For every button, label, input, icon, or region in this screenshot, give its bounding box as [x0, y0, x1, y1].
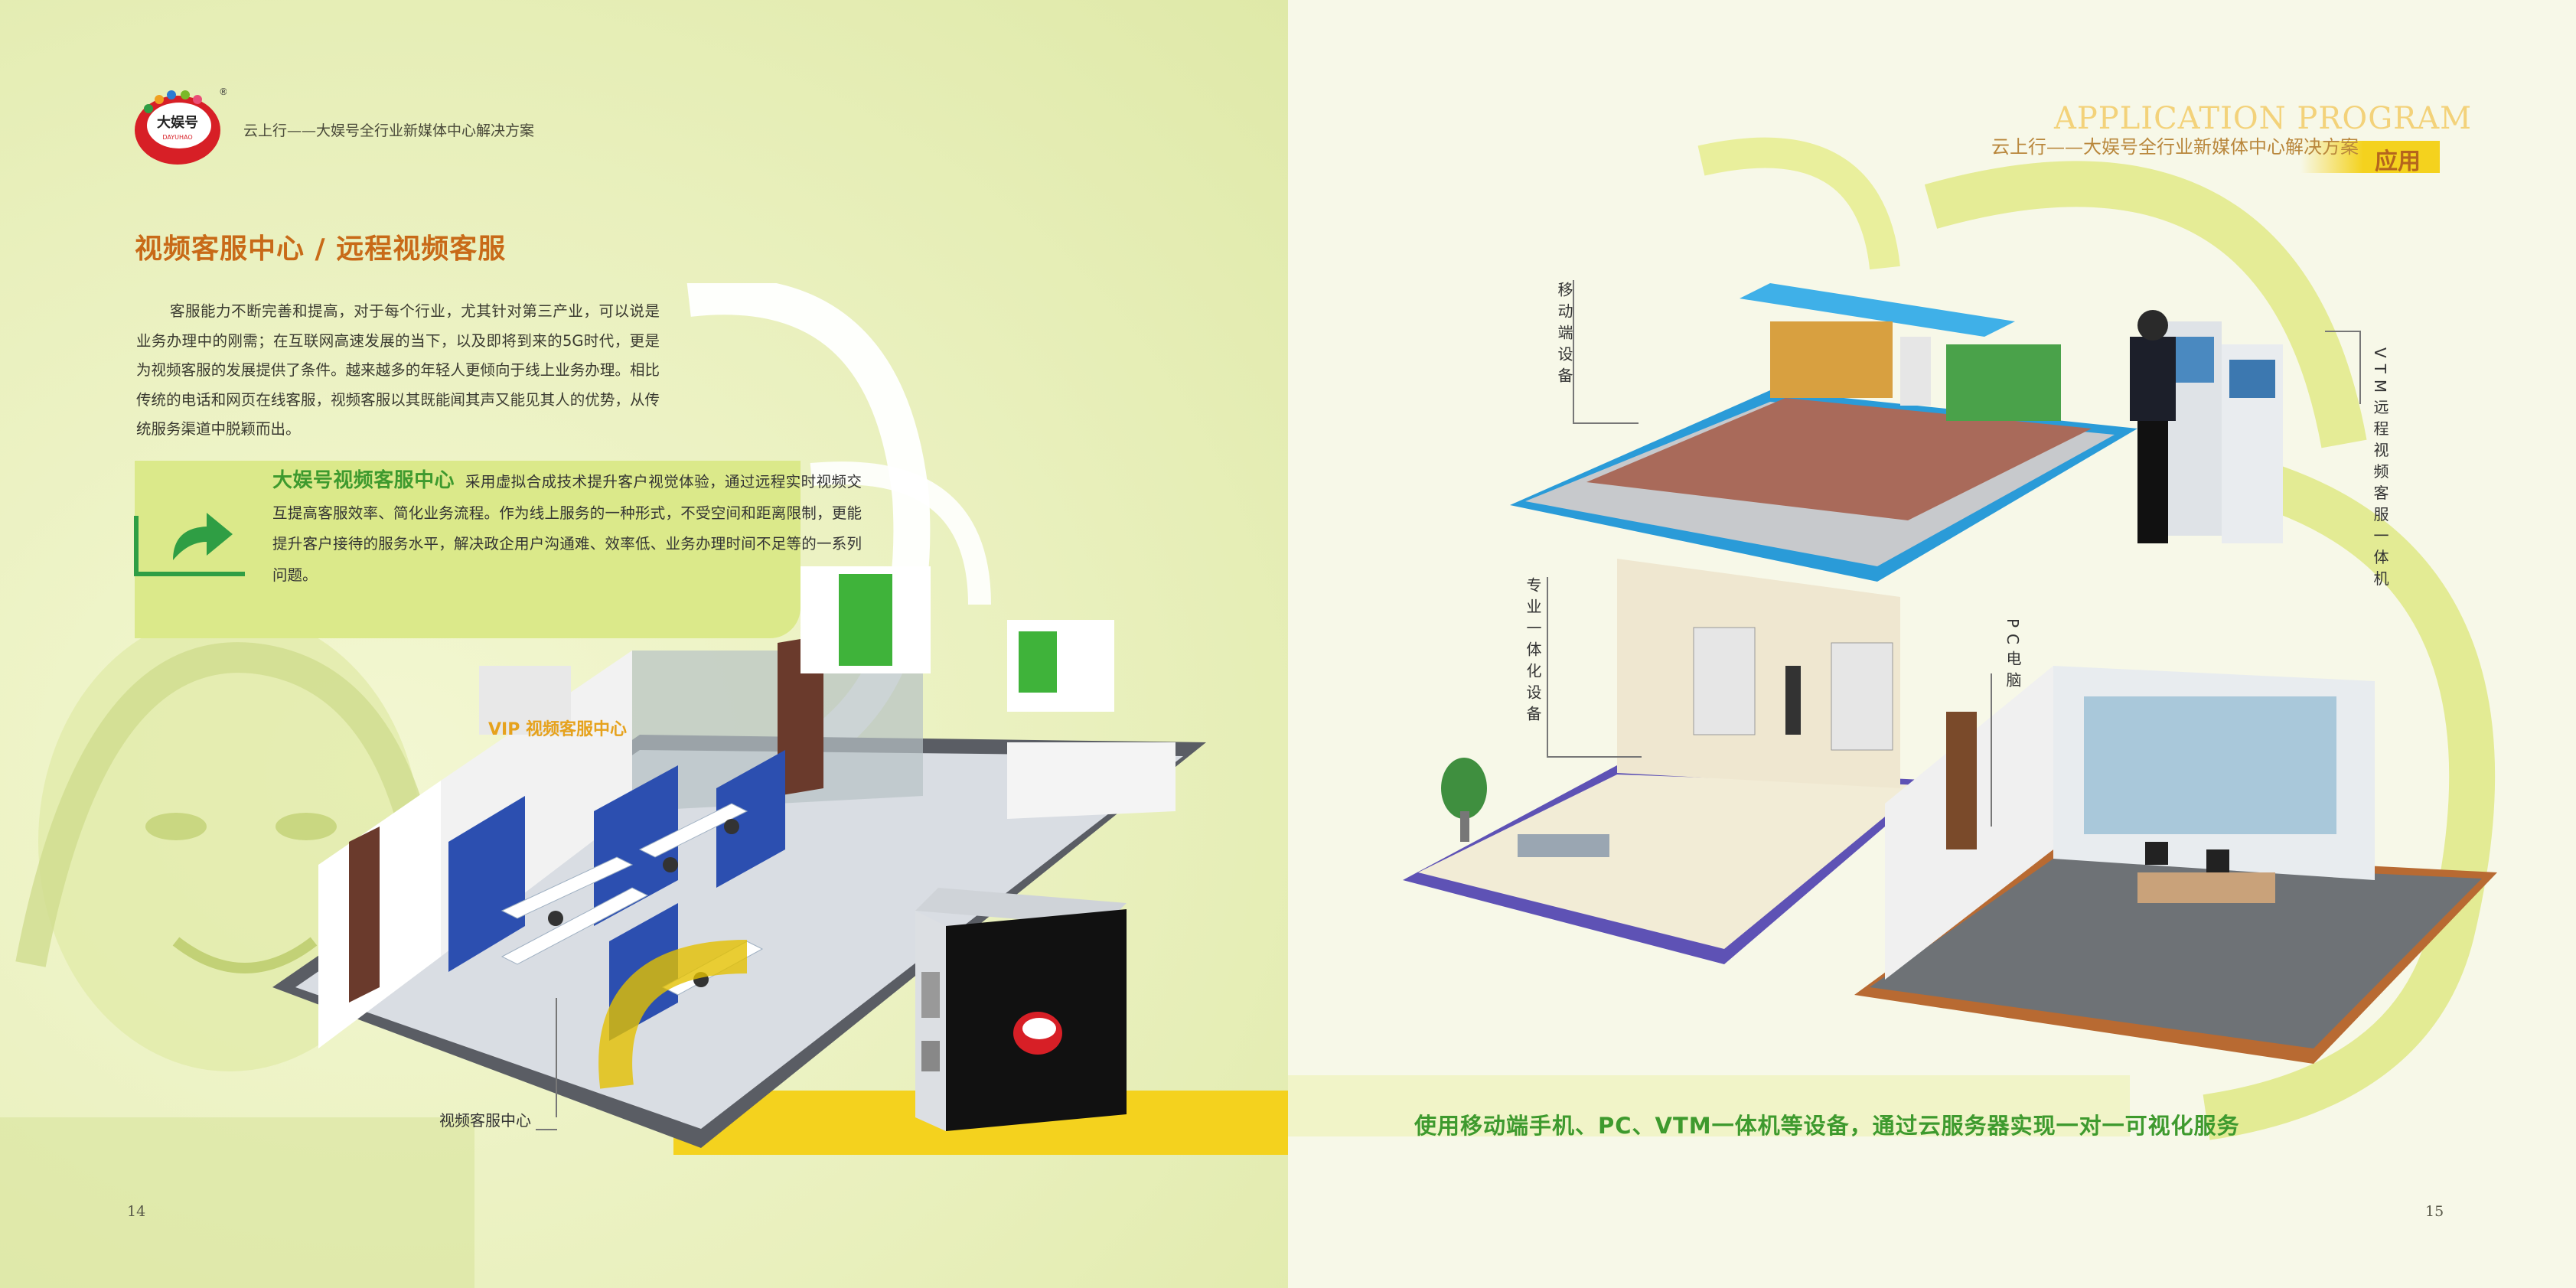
footer-slogan: 使用移动端手机、PC、VTM一体机等设备，通过云服务器实现一对一可视化服务 [1414, 1113, 2240, 1139]
office-label: 视频客服中心 [439, 1111, 531, 1130]
page-number-left: 14 [127, 1203, 146, 1220]
decorative-swirl [1288, 137, 2496, 1140]
customer-service-portrait [0, 612, 474, 1288]
dayuhao-logo: 大娱号 DAYUHAO ® [135, 86, 227, 165]
section-title: 视频客服中心 / 远程视频客服 [135, 233, 507, 265]
vip-sign: VIP 视频客服中心 [488, 719, 627, 739]
leader-line [536, 1129, 557, 1130]
leader-line [1573, 280, 1574, 422]
bus-stop-illustration [1510, 283, 2137, 582]
vtm-kiosk-illustration [2130, 310, 2283, 543]
app-badge-label: 应用 [2375, 148, 2421, 175]
intro-paragraph: 客服能力不断完善和提高，对于每个行业，尤其针对第三产业，可以说是业务办理中的刚需… [136, 302, 660, 438]
registered-mark: ® [219, 86, 227, 97]
callout-text: 大娱号视频客服中心采用虚拟合成技术提升客户视觉体验，通过远程实时视频交互提高客服… [135, 465, 862, 591]
application-program-title: APPLICATION PROGRAM [2054, 101, 2473, 136]
callout-box [135, 461, 801, 638]
leader-line [1547, 577, 1548, 756]
vtm-label: VTM远程视频客服一体机 [2371, 347, 2389, 592]
leader-line [2359, 331, 2361, 404]
share-arrow-icon [134, 513, 245, 576]
leader-line [2325, 331, 2360, 332]
leader-line [1547, 756, 1642, 758]
header-text: 云上行——大娱号全行业新媒体中心解决方案 [1991, 136, 2359, 158]
logo-sub: DAYUHAO [162, 134, 192, 141]
pc-office-illustration [1854, 666, 2497, 1064]
media-server-device [915, 888, 1127, 1131]
page-number-right: 15 [2425, 1203, 2444, 1220]
app-badge [2300, 141, 2440, 173]
leader-line [556, 998, 557, 1117]
logo-name: 大娱号 [157, 114, 198, 131]
leader-line [1991, 673, 1992, 827]
leader-line [1573, 422, 1639, 424]
callout-body: 采用虚拟合成技术提升客户视觉体验，通过远程实时视频交互提高客服效率、简化业务流程… [272, 473, 862, 584]
header-text: 云上行——大娱号全行业新媒体中心解决方案 [243, 122, 535, 139]
left-page: 大娱号 DAYUHAO ® 云上行——大娱号全行业新媒体中心解决方案 视频客服中… [0, 0, 1288, 1288]
pro-device-label: 专业一体化设备 [1524, 577, 1542, 727]
integrated-device-room-illustration [1403, 559, 1939, 964]
video-service-center-illustration: VIP 视频客服中心 [272, 566, 1206, 1148]
mobile-device-label: 移动端设备 [1555, 282, 1573, 389]
right-page: APPLICATION PROGRAM 云上行——大娱号全行业新媒体中心解决方案… [1288, 0, 2576, 1288]
pc-label: PC电脑 [2004, 618, 2022, 694]
callout-heading: 大娱号视频客服中心 [272, 469, 455, 492]
